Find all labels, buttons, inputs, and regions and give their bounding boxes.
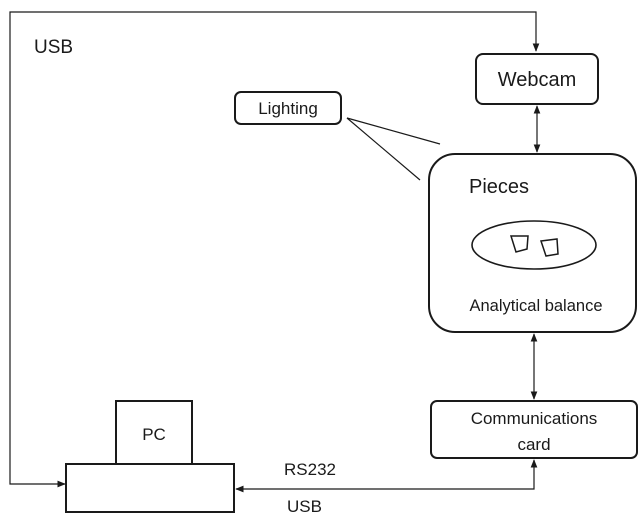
webcam-box xyxy=(475,53,599,105)
piece-right-icon xyxy=(539,238,559,257)
pieces-label: Pieces xyxy=(469,176,529,198)
usb-bottom-label: USB xyxy=(287,497,322,516)
usb-top-label: USB xyxy=(34,37,73,58)
piece-left-icon xyxy=(509,235,529,253)
rs232-label: RS232 xyxy=(284,460,336,479)
pc-label: PC xyxy=(142,425,166,444)
usb-connector-top xyxy=(9,11,540,488)
lighting-rays xyxy=(346,117,441,181)
communications-card-box xyxy=(430,400,638,459)
webcam-label: Webcam xyxy=(498,69,577,91)
lighting-box xyxy=(234,91,342,125)
communications-card-label-line1: Communications xyxy=(471,409,598,428)
analytical-balance-label: Analytical balance xyxy=(470,297,603,315)
communications-card-label-line2: card xyxy=(517,435,550,454)
lighting-label: Lighting xyxy=(258,99,318,118)
card-pc-connector xyxy=(235,459,538,493)
pc-base xyxy=(65,463,235,513)
balance-pan xyxy=(471,220,597,270)
